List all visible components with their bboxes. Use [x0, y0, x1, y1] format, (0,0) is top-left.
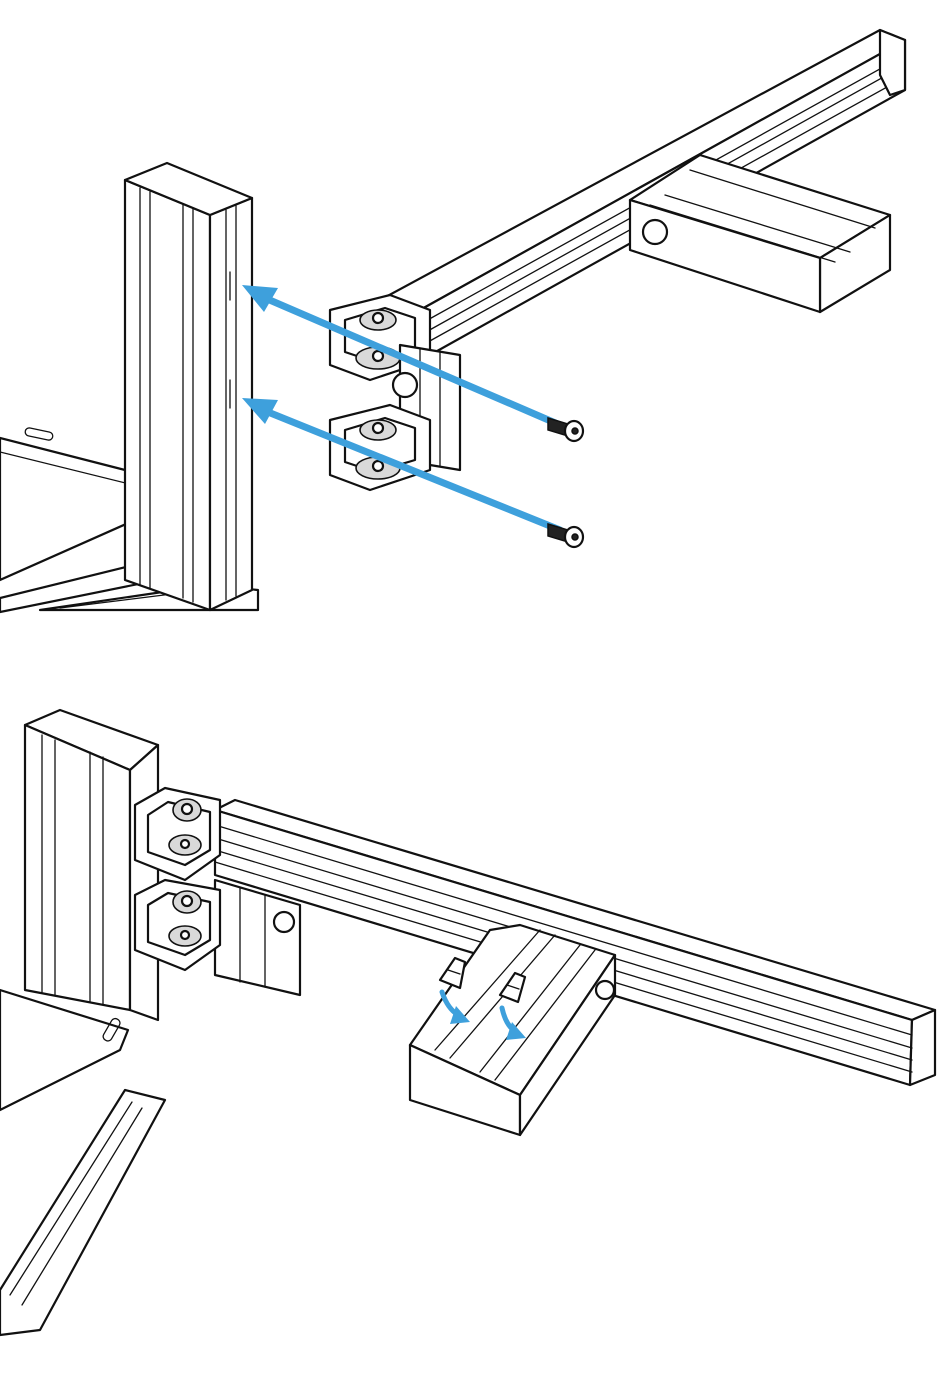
step-1-illustration [0, 0, 950, 640]
base-plate [0, 990, 165, 1335]
socket-head-screw-lower [548, 524, 583, 547]
cross-extrusion [630, 155, 890, 312]
corner-bracket-upper [135, 788, 220, 880]
vertical-extrusion [25, 710, 158, 1020]
assembly-step-1 [0, 0, 950, 640]
assembly-step-2 [0, 690, 950, 1397]
socket-head-screw-upper [548, 418, 583, 441]
t-nut-left [440, 958, 465, 988]
vertical-extrusion [125, 163, 252, 610]
step-2-illustration [0, 690, 950, 1397]
